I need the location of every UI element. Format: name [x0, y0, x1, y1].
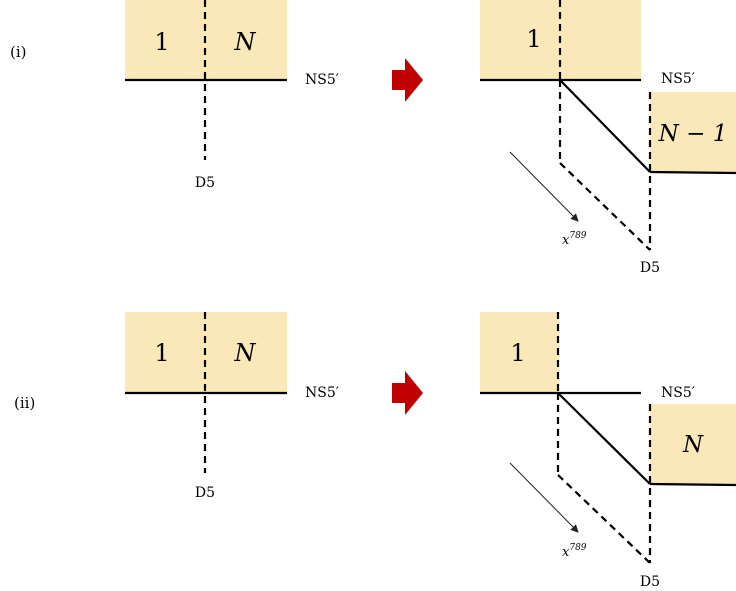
- before-configuration: 1 N NS5′ D5: [125, 312, 339, 501]
- direction-label: x789: [562, 231, 587, 248]
- after-configuration: 1 N x789 NS5′ D5: [480, 312, 736, 590]
- region-label-right: N: [234, 339, 257, 367]
- d5-brane-displaced: [559, 162, 651, 251]
- direction-arrow: [509, 462, 579, 533]
- region-label-left: 1: [154, 339, 169, 367]
- ns5-label: NS5′: [661, 385, 695, 401]
- region-label-bottom: N: [682, 432, 704, 458]
- after-configuration: 1 N − 1 x789 NS5′ D5: [480, 0, 736, 276]
- d5-brane-displaced: [557, 474, 651, 564]
- direction-label: x789: [562, 543, 587, 560]
- before-configuration: 1 N NS5′ D5: [125, 0, 339, 191]
- ns5-brane-lower: [649, 170, 736, 175]
- d5-brane-diagonal: [559, 79, 651, 173]
- region-label-top: 1: [526, 25, 541, 53]
- panel-ii: (ii) 1 N NS5′ D5 1 N x789: [14, 312, 736, 590]
- d5-label: D5: [640, 574, 660, 590]
- region-label-left: 1: [154, 28, 169, 56]
- region-shaded-bottom: [650, 404, 736, 485]
- right-arrow-icon: [392, 371, 423, 415]
- panel-i: (i) 1 N NS5′ D5 1 N − 1 x789: [10, 0, 736, 276]
- panel-label: (i): [10, 43, 27, 61]
- direction-arrow: [509, 151, 579, 222]
- ns5-label: NS5′: [305, 72, 339, 88]
- ns5-brane-lower: [649, 482, 736, 487]
- region-label-right: N: [234, 28, 257, 56]
- right-arrow-icon: [392, 58, 423, 102]
- panel-label: (ii): [14, 394, 35, 412]
- d5-label: D5: [195, 175, 215, 191]
- region-shaded-bottom: [650, 92, 736, 173]
- d5-brane-diagonal: [557, 392, 651, 485]
- ns5-label: NS5′: [661, 71, 695, 87]
- d5-label: D5: [640, 260, 660, 276]
- region-label-bottom: N − 1: [658, 121, 728, 147]
- region-label-top: 1: [510, 339, 525, 367]
- region-shaded-top: [480, 312, 559, 393]
- d5-label: D5: [195, 485, 215, 501]
- ns5-label: NS5′: [305, 385, 339, 401]
